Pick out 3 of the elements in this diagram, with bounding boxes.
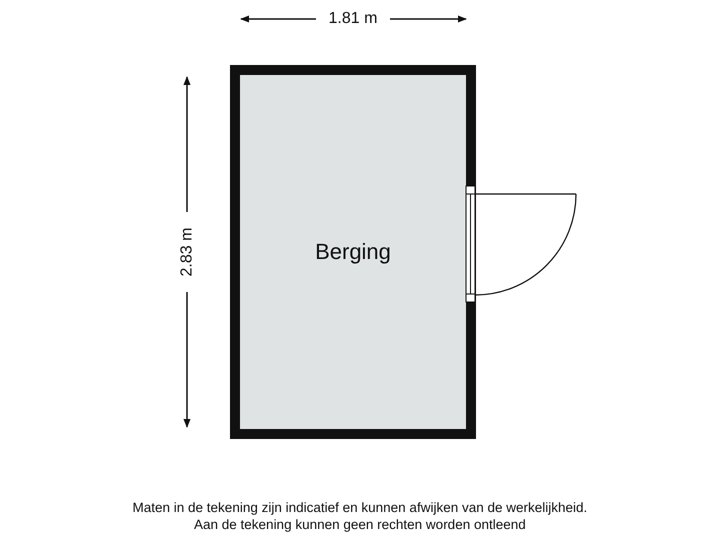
room-floor — [230, 65, 476, 439]
room-label: Berging — [315, 239, 391, 265]
disclaimer-note: Aan de tekening kunnen geen rechten worden ontleend — [192, 516, 528, 532]
